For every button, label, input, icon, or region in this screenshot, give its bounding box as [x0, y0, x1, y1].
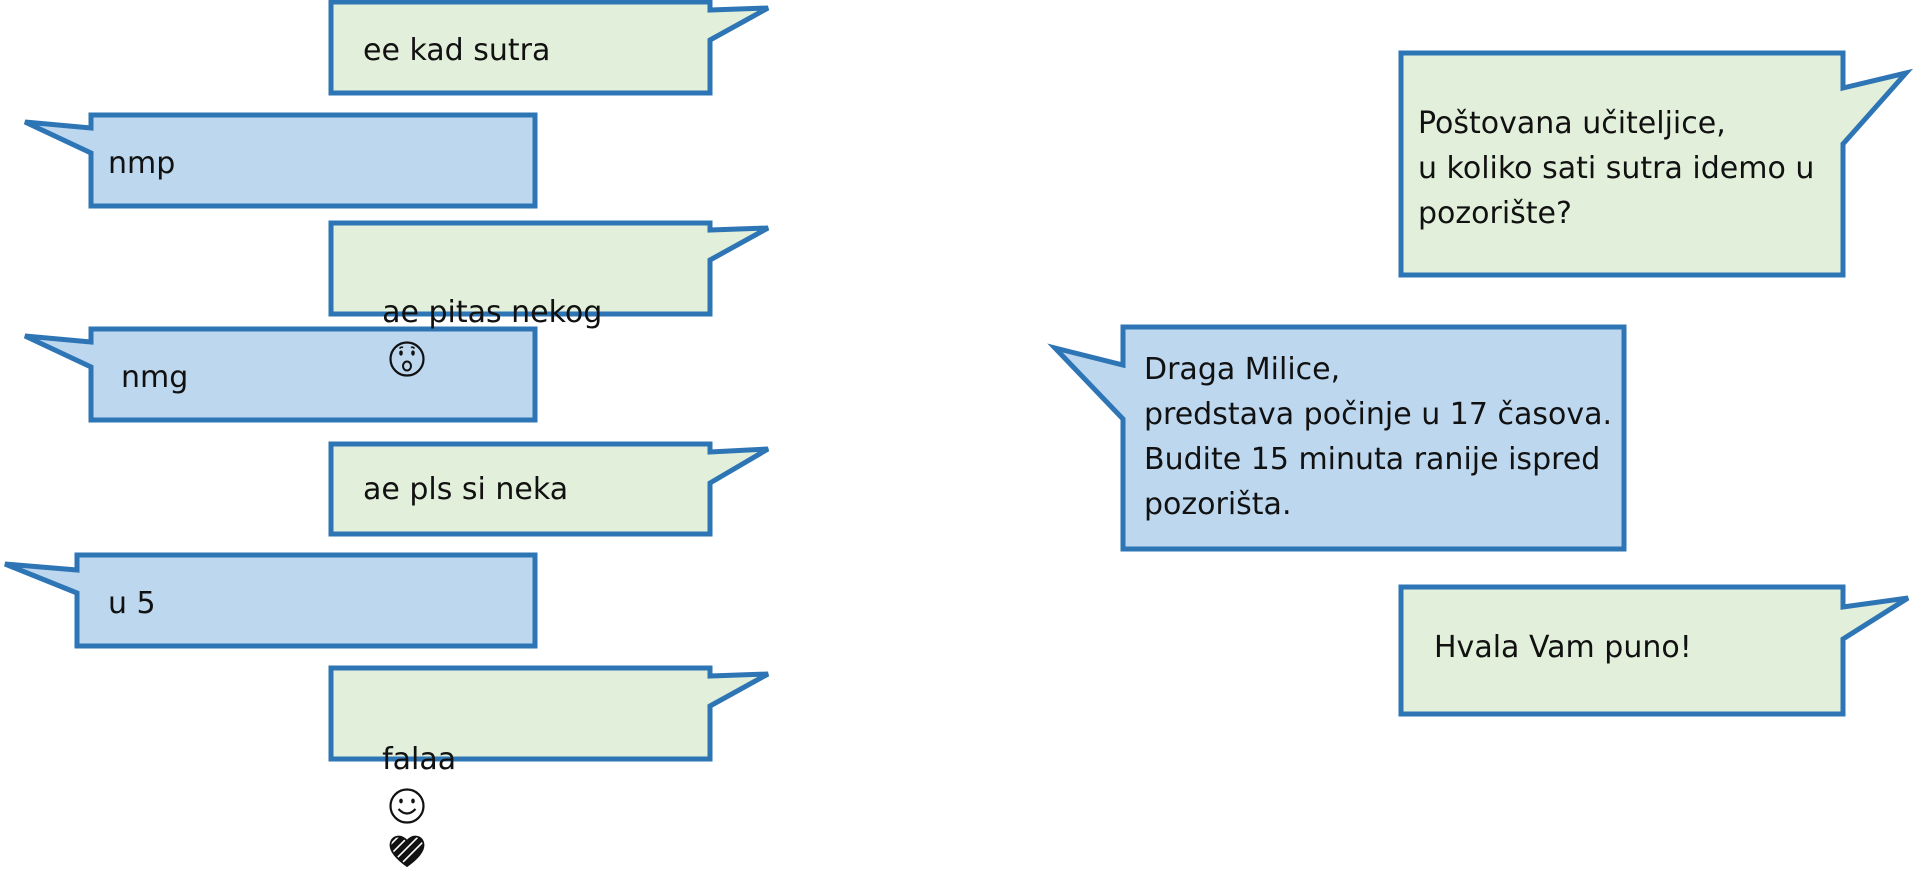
message-text: nmg [121, 360, 189, 395]
green-bubble-teacher-question [1398, 50, 1914, 278]
message-line: pozorište? [1418, 196, 1572, 231]
message-text: u 5 [108, 586, 156, 621]
message-line: Budite 15 minuta ranije ispred [1144, 442, 1601, 477]
smiling-face-icon [389, 787, 425, 824]
message-line: u koliko sati sutra idemo u [1418, 151, 1815, 186]
message-text: falaa [382, 742, 457, 777]
green-bubble-2 [328, 220, 770, 317]
message-line: Hvala Vam puno! [1434, 630, 1692, 665]
striped-heart-icon [389, 835, 425, 867]
message-text: ae pitas nekog [382, 295, 603, 330]
green-bubble-1 [328, 0, 770, 96]
blue-bubble-1 [23, 112, 538, 209]
green-bubble-4 [328, 665, 770, 762]
green-bubble-3 [328, 441, 770, 537]
message-line: pozorišta. [1144, 487, 1292, 522]
green-bubble-thanks [1398, 584, 1910, 717]
dialog-diagram [4, 0, 1914, 762]
message-line: Poštovana učiteljice, [1418, 106, 1726, 141]
left-chat [4, 0, 770, 762]
message-text: nmp [108, 146, 176, 181]
message-line: ae pitas nekog [363, 245, 602, 380]
message-text: ee kad sutra [363, 33, 551, 68]
message-text: ae pls si neka [363, 472, 569, 507]
right-chat [1047, 50, 1914, 717]
blue-bubble-2 [23, 326, 538, 423]
message-line: predstava počinje u 17 časova. [1144, 397, 1613, 432]
blue-bubble-teacher-answer [1047, 324, 1627, 552]
surprised-face-icon [389, 340, 425, 377]
message-line: falaa [363, 692, 456, 872]
message-line: Draga Milice, [1144, 352, 1341, 387]
blue-bubble-3 [4, 552, 538, 649]
